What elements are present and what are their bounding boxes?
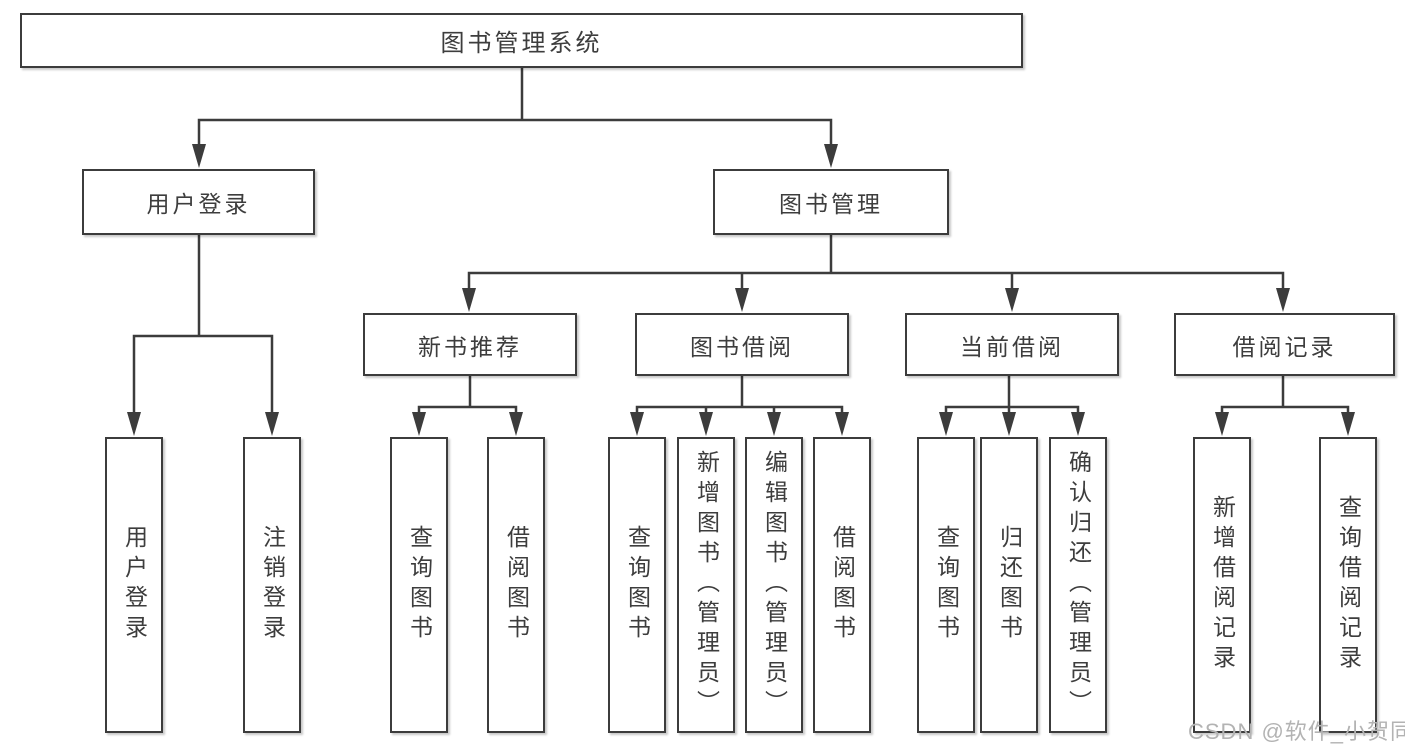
leaf-bb-borrow-books-label: 借阅图书	[829, 525, 856, 645]
leaf-bb-query-books-label: 查询图书	[624, 525, 651, 645]
node-library-system: 图书管理系统	[20, 13, 1023, 68]
leaf-br-query-record: 查询借阅记录	[1319, 437, 1377, 733]
leaf-bb-add-book-admin: 新增图书（管理员）	[677, 437, 735, 733]
leaf-bb-edit-book-admin-label: 编辑图书（管理员）	[761, 450, 788, 720]
leaf-br-add-record: 新增借阅记录	[1193, 437, 1251, 733]
leaf-user-login: 用户登录	[105, 437, 163, 733]
node-new-book-recommend-label: 新书推荐	[418, 333, 522, 360]
leaf-nbr-query-books-label: 查询图书	[406, 525, 433, 645]
node-borrow-records: 借阅记录	[1174, 313, 1395, 376]
leaf-br-query-record-label: 查询借阅记录	[1335, 495, 1362, 675]
node-current-borrowing: 当前借阅	[905, 313, 1119, 376]
node-current-borrowing-label: 当前借阅	[960, 333, 1064, 360]
leaf-logout-label: 注销登录	[259, 525, 286, 645]
node-book-management-label: 图书管理	[779, 191, 883, 217]
leaf-logout: 注销登录	[243, 437, 301, 733]
node-book-management: 图书管理	[713, 169, 949, 235]
leaf-bb-edit-book-admin: 编辑图书（管理员）	[745, 437, 803, 733]
leaf-cb-query-books-label: 查询图书	[933, 525, 960, 645]
node-book-borrowing-label: 图书借阅	[690, 333, 794, 360]
leaf-bb-borrow-books: 借阅图书	[813, 437, 871, 733]
leaf-bb-add-book-admin-label: 新增图书（管理员）	[693, 450, 720, 720]
node-library-system-label: 图书管理系统	[440, 30, 603, 57]
node-user-login-label: 用户登录	[146, 191, 251, 217]
leaf-cb-query-books: 查询图书	[917, 437, 975, 733]
leaf-nbr-borrow-books: 借阅图书	[487, 437, 545, 733]
leaf-cb-confirm-return-admin-label: 确认归还（管理员）	[1065, 450, 1092, 720]
leaf-bb-query-books: 查询图书	[608, 437, 666, 733]
leaf-user-login-label: 用户登录	[121, 525, 148, 645]
node-book-borrowing: 图书借阅	[635, 313, 849, 376]
node-borrow-records-label: 借阅记录	[1232, 333, 1337, 360]
leaf-cb-return-books-label: 归还图书	[996, 525, 1023, 645]
leaf-cb-confirm-return-admin: 确认归还（管理员）	[1049, 437, 1107, 733]
leaf-br-add-record-label: 新增借阅记录	[1209, 495, 1236, 675]
node-user-login: 用户登录	[82, 169, 315, 235]
leaf-nbr-query-books: 查询图书	[390, 437, 448, 733]
leaf-cb-return-books: 归还图书	[980, 437, 1038, 733]
node-new-book-recommend: 新书推荐	[363, 313, 577, 376]
leaf-nbr-borrow-books-label: 借阅图书	[503, 525, 530, 645]
